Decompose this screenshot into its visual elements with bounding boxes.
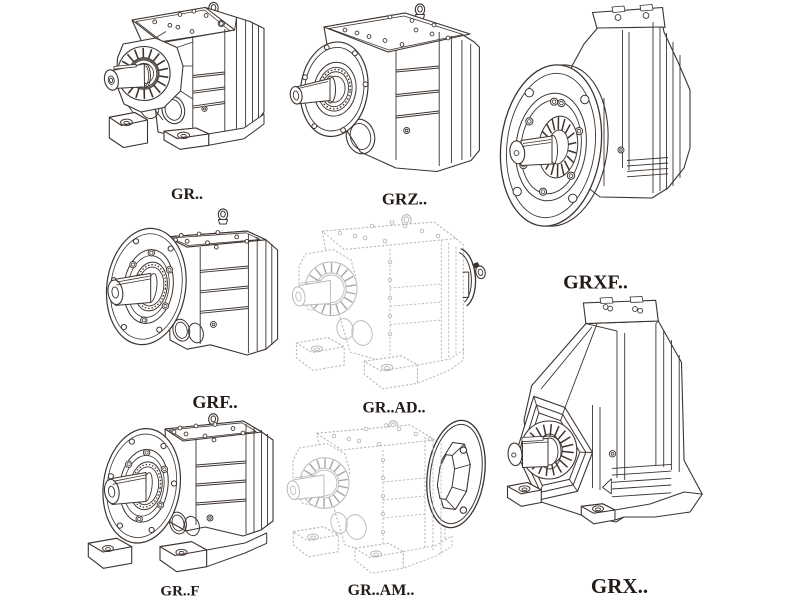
- svg-text:GRF..: GRF..: [192, 392, 237, 412]
- svg-text:GR..AM..: GR..AM..: [348, 582, 415, 599]
- svg-text:GR..: GR..: [171, 186, 203, 203]
- svg-text:GRX..: GRX..: [591, 574, 648, 598]
- svg-text:GRZ..: GRZ..: [382, 190, 427, 209]
- svg-text:GRXF..: GRXF..: [563, 272, 628, 294]
- svg-text:GR..F: GR..F: [160, 584, 199, 600]
- svg-text:GR..AD..: GR..AD..: [362, 400, 425, 417]
